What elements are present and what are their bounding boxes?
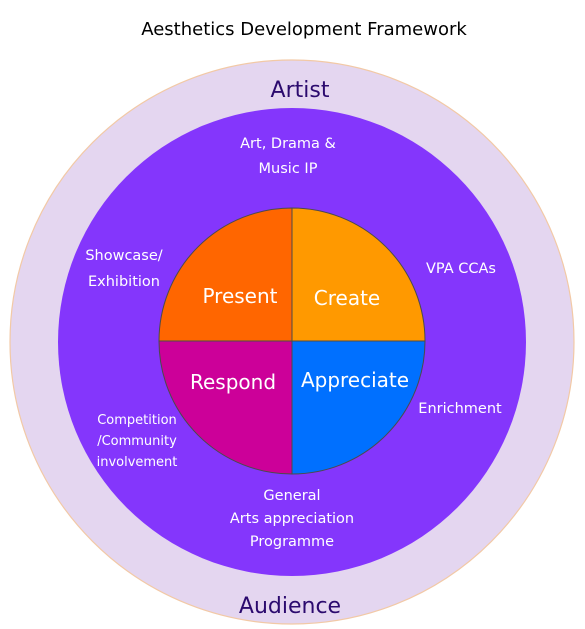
quadrant-label-present: Present: [202, 284, 277, 308]
label-showcase-line-1: Showcase/: [85, 248, 162, 264]
quadrant-label-create: Create: [314, 286, 380, 310]
label-competition-line-2: /Community: [97, 434, 177, 449]
audience-label: Audience: [239, 594, 341, 619]
label-art-drama-music-line-1: Art, Drama &: [240, 136, 336, 152]
label-vpa-ccas: VPA CCAs: [426, 261, 496, 277]
label-art-drama-music-line-2: Music IP: [259, 161, 318, 177]
label-general-line-2: Arts appreciation: [230, 511, 354, 527]
quadrant-label-appreciate: Appreciate: [301, 368, 409, 392]
quadrant-appreciate: [291, 340, 426, 475]
artist-label: Artist: [271, 78, 330, 103]
label-enrichment: Enrichment: [418, 401, 502, 417]
label-competition-line-1: Competition: [97, 413, 177, 428]
label-general-line-1: General: [263, 488, 320, 504]
diagram-title: Aesthetics Development Framework: [141, 19, 467, 40]
label-competition-line-3: involvement: [97, 455, 178, 470]
label-general-line-3: Programme: [250, 534, 334, 550]
quadrant-respond: [158, 340, 293, 475]
quadrant-label-respond: Respond: [190, 370, 276, 394]
label-showcase-line-2: Exhibition: [88, 274, 160, 290]
quadrant-create: [291, 207, 426, 342]
quadrant-present: [158, 207, 293, 342]
